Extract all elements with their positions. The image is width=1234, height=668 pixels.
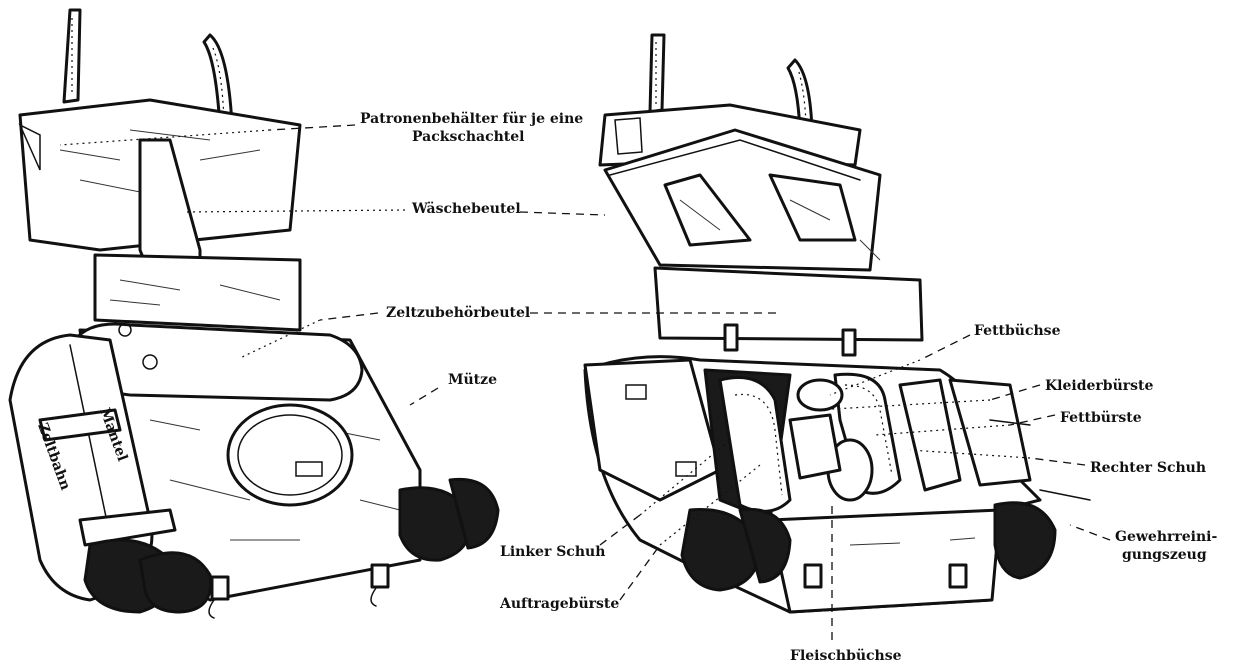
right-zeltzubehoerbeutel: [655, 268, 922, 340]
label-patronenbehaelter-1: Patronenbehälter für je eine: [360, 111, 583, 127]
right-front-pocket: [770, 510, 1000, 612]
label-auftragebuerste: Auftragebürste: [499, 596, 619, 612]
label-rechter-schuh: Rechter Schuh: [1090, 460, 1206, 476]
label-fettbuerste: Fettbürste: [1060, 410, 1142, 426]
left-waeschebeutel: [95, 255, 300, 330]
label-waeschebeutel: Wäschebeutel: [411, 201, 521, 217]
label-fleischbuechse: Fleischbüchse: [790, 648, 902, 664]
label-zeltzubehoerbeutel: Zeltzubehörbeutel: [386, 305, 530, 321]
label-gewehrreinigungszeug-1: Gewehrreini-: [1115, 529, 1217, 545]
left-muetze: [228, 405, 352, 505]
label-patronenbehaelter-2: Packschachtel: [412, 129, 525, 145]
label-kleiderbuerste: Kleiderbürste: [1045, 378, 1153, 394]
label-muetze: Mütze: [448, 372, 497, 388]
label-gewehrreinigungszeug-2: gungszeug: [1122, 547, 1207, 563]
label-fettbuechse: Fettbüchse: [974, 323, 1061, 339]
label-linker-schuh: Linker Schuh: [500, 544, 605, 560]
right-strap-1: [650, 35, 664, 112]
right-kleiderbuerste: [790, 415, 840, 478]
right-fettbuechse: [798, 380, 842, 410]
